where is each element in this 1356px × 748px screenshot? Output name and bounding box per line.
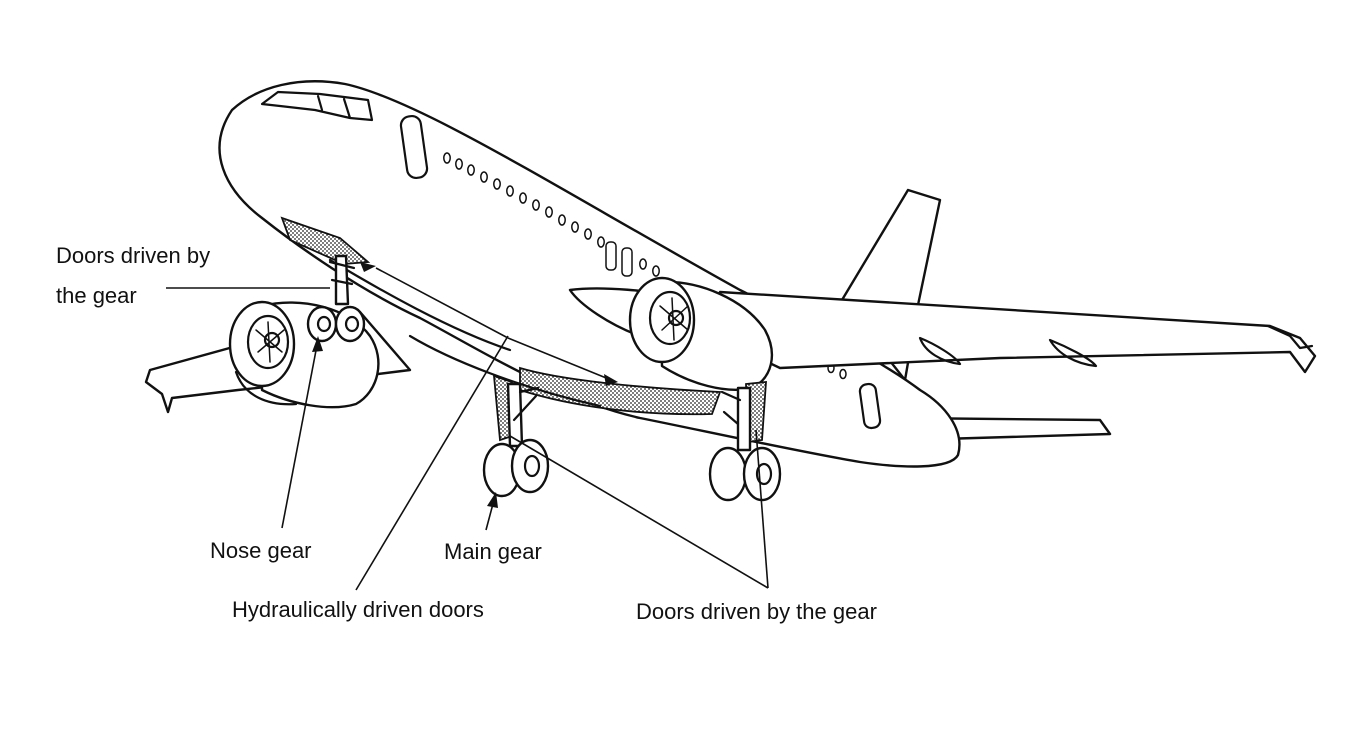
leader-hydraulic-doors-3: [507, 337, 617, 383]
nose-door-bay: [280, 216, 371, 265]
leader-doors-gear-right-2: [755, 429, 769, 589]
label-doors-driven-by-gear-left: Doors driven by the gear: [56, 243, 211, 308]
arrow-hydraulic-doors: [360, 262, 376, 272]
leader-hydraulic-doors-2: [375, 267, 509, 339]
leader-nose-gear: [281, 339, 319, 529]
label-main-gear: Main gear: [444, 539, 542, 564]
arrow-hydraulic-doors-2: [604, 374, 618, 386]
flap-fairings: [918, 336, 1098, 368]
front-door: [399, 114, 429, 180]
keel-line: [328, 258, 512, 352]
right-main-gear: [708, 380, 782, 502]
nose-gear: [306, 254, 366, 343]
fuselage: [218, 80, 961, 468]
leader-lines: [166, 262, 769, 591]
wingtip: [1266, 324, 1314, 350]
belly-fairing: [408, 334, 602, 408]
right-wing: [698, 290, 1317, 374]
label-doors-driven-by-gear-right: Doors driven by the gear: [636, 599, 877, 624]
leader-doors-gear-right-1: [509, 435, 769, 589]
arrow-nose-gear: [312, 336, 323, 352]
right-engine: [628, 276, 774, 391]
hydraulic-door-bay: [519, 366, 722, 416]
vertical-stabilizer: [840, 188, 942, 382]
leader-hydraulic-doors: [355, 335, 509, 591]
cabin-windows: [443, 152, 847, 380]
rear-door: [858, 382, 882, 430]
arrow-main-gear: [487, 492, 498, 508]
cockpit-windows: [260, 90, 374, 122]
label-nose-gear: Nose gear: [210, 538, 312, 563]
label-hydraulically-driven-doors: Hydraulically driven doors: [232, 597, 484, 622]
